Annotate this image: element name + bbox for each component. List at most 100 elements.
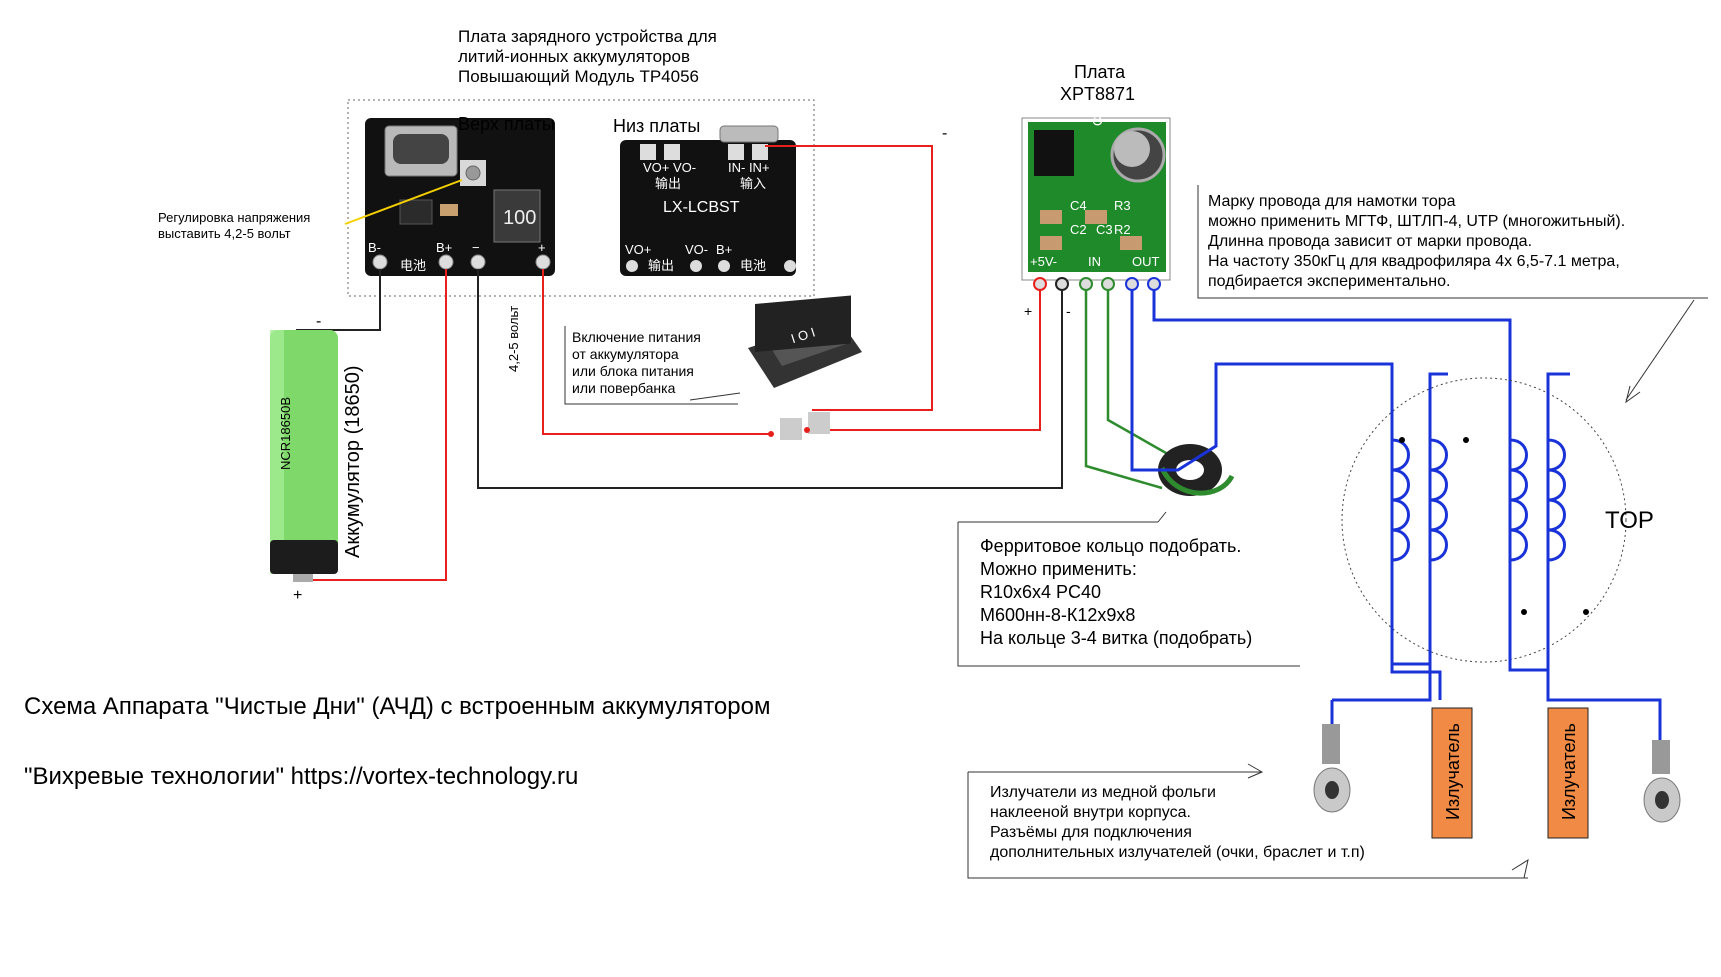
bottom-row2-out-cn: 输出 bbox=[648, 258, 674, 273]
charger-title-line1: Плата зарядного устройства для bbox=[458, 27, 717, 46]
switch-note-line2: от аккумулятора bbox=[572, 346, 679, 362]
charger-dotted-frame bbox=[347, 99, 815, 297]
footer-brand: "Вихревые технологии" https://vortex-tec… bbox=[24, 763, 578, 790]
bottom-row1-right-cn: 输入 bbox=[740, 176, 766, 191]
coil-group-left bbox=[1332, 364, 1448, 702]
bottom-row2-vo-minus: VO- bbox=[685, 242, 708, 257]
charger-bottom-board: VO+ VO- 输出 IN- IN+ 输入 LX-LCBST VO+ 输出 VO… bbox=[620, 125, 796, 276]
wire-out-1 bbox=[1130, 290, 1448, 666]
rca-connector-right[interactable] bbox=[1643, 740, 1681, 823]
wire-out-plus bbox=[542, 269, 770, 435]
charger-bottom-label: Низ платы bbox=[613, 116, 700, 136]
amp-chip bbox=[1034, 130, 1074, 176]
battery-minus: - bbox=[316, 313, 321, 330]
ferrite-ring bbox=[1158, 444, 1235, 496]
emitter-note-line4: дополнительных излучателей (очки, брасле… bbox=[990, 844, 1365, 861]
wire-note-frame bbox=[1197, 185, 1708, 299]
emitter-note-line3: Разъёмы для подключения bbox=[990, 824, 1192, 841]
pin-label-b-plus: B+ bbox=[436, 240, 452, 255]
ferrite-note-frame bbox=[957, 522, 1300, 667]
bottom-minus-mark: - bbox=[942, 125, 947, 142]
battery-label: Аккумулятор (18650) bbox=[342, 365, 364, 558]
bottom-row2-vo-plus: VO+ bbox=[625, 242, 651, 257]
bottom-model: LX-LCBST bbox=[663, 199, 740, 216]
amp-title-line1: Плата bbox=[1074, 62, 1126, 82]
wire-note-line2: можно применить МГТФ, ШТЛП-4, UTP (много… bbox=[1208, 213, 1625, 230]
wire-switch-to-amp bbox=[808, 280, 1041, 431]
switch-note-line3: или блока питания bbox=[572, 363, 694, 379]
pin-label-b-minus: B- bbox=[368, 240, 381, 255]
amp-title-line2: XPT8871 bbox=[1060, 84, 1135, 104]
emitter-2-label: Излучатель bbox=[1559, 723, 1579, 820]
inductor bbox=[493, 189, 541, 243]
wire-in-1 bbox=[1084, 290, 1163, 490]
emitter-1-label: Излучатель bbox=[1443, 723, 1463, 820]
ferrite-note-line2: Можно применить: bbox=[980, 559, 1137, 579]
ferrite-note-line4: М600нн-8-К12x9x8 bbox=[980, 605, 1135, 625]
wire-note-line4: На частоту 350кГц для квадрофиляра 4х 6,… bbox=[1208, 253, 1620, 270]
ferrite-note-line3: R10x6x4 PC40 bbox=[980, 582, 1101, 602]
wire-note-line3: Длинна провода зависит от марки провода. bbox=[1208, 233, 1532, 250]
wire-note-arrow bbox=[1625, 385, 1641, 404]
pad-b-minus bbox=[372, 254, 388, 270]
pad-out-plus bbox=[535, 254, 551, 270]
usb-port bbox=[719, 125, 779, 143]
pin-label-out-plus: + bbox=[538, 240, 546, 255]
inductor-value: 100 bbox=[503, 207, 536, 229]
ferrite-note-line5: На кольце 3-4 витка (подобрать) bbox=[980, 628, 1252, 648]
amp-comp-c2: C2 bbox=[1070, 222, 1087, 237]
emitter-1: Излучатель bbox=[1431, 707, 1473, 839]
battery-plus: + bbox=[293, 587, 302, 604]
adjust-note-line2: выставить 4,2-5 вольт bbox=[158, 226, 291, 241]
bottom-row1-right: IN- IN+ bbox=[728, 160, 770, 175]
amp-comp-r3: R3 bbox=[1114, 198, 1131, 213]
rca-connector-left[interactable] bbox=[1313, 724, 1351, 813]
bottom-row2-b-plus: B+ bbox=[716, 242, 732, 257]
battery-model: NCR18650B bbox=[278, 397, 293, 470]
wire-bottom-to-switch bbox=[765, 145, 933, 411]
emitter-2: Излучатель bbox=[1547, 707, 1589, 839]
footer-title: Схема Аппарата "Чистые Дни" (АЧД) с встр… bbox=[24, 693, 770, 720]
pin-label-battery-cn: 电池 bbox=[400, 258, 426, 273]
switch-note-line4: или повербанка bbox=[572, 380, 676, 396]
amp-comp-c1: C1 bbox=[1090, 109, 1105, 126]
power-switch[interactable]: I O I bbox=[748, 295, 862, 440]
emitter-note-line2: наклееной внутри корпуса. bbox=[990, 804, 1191, 821]
tor-label: TOP bbox=[1605, 507, 1654, 534]
amp-pin-in: IN bbox=[1088, 254, 1101, 269]
charger-title-line2: литий-ионных аккумуляторов bbox=[458, 47, 690, 66]
toroid-outline bbox=[1341, 377, 1627, 663]
amp-comp-c4: C4 bbox=[1070, 198, 1087, 213]
battery-18650: NCR18650B bbox=[270, 330, 338, 582]
ferrite-note-line1: Ферритовое кольцо подобрать. bbox=[980, 536, 1241, 556]
pad-b-plus bbox=[438, 254, 454, 270]
amp-comp-c3: C3 bbox=[1096, 222, 1113, 237]
wire-battery-plus bbox=[300, 269, 447, 581]
switch-note-frame bbox=[564, 326, 738, 405]
emitter-note-line1: Излучатели из медной фольги bbox=[990, 784, 1216, 801]
pad-out-minus bbox=[470, 254, 486, 270]
coil-group-right bbox=[1508, 374, 1662, 760]
amp-plus: + bbox=[1024, 303, 1032, 319]
bottom-row1-left: VO+ VO- bbox=[643, 160, 696, 175]
wire-note-line5: подбирается экспериментально. bbox=[1208, 273, 1450, 290]
amp-board: C1 C4 R3 C2 R2 C3 +5V- IN OUT bbox=[1021, 109, 1171, 291]
charger-top-label: Верх платы bbox=[458, 114, 555, 134]
pin-label-out-minus: − bbox=[472, 240, 480, 255]
amp-pin-out: OUT bbox=[1132, 254, 1160, 269]
amp-pin-power: +5V- bbox=[1030, 254, 1057, 269]
bottom-row1-left-cn: 输出 bbox=[655, 176, 681, 191]
amp-minus: - bbox=[1066, 303, 1071, 319]
adjust-arrow bbox=[344, 179, 463, 225]
wire-out-minus bbox=[477, 269, 1063, 489]
charger-title-line3: Повышающий Модуль TP4056 bbox=[458, 67, 699, 86]
volt-label: 4,2-5 вольт bbox=[506, 306, 521, 372]
switch-label: I O I bbox=[789, 324, 817, 346]
switch-note-line1: Включение питания bbox=[572, 329, 701, 345]
charger-top-board: 100 B- 电池 B+ − + bbox=[365, 118, 555, 276]
wire-battery-minus bbox=[296, 269, 381, 331]
bottom-row2-battery-cn: 电池 bbox=[740, 258, 766, 273]
amp-comp-r2: R2 bbox=[1114, 222, 1131, 237]
wire-note-line1: Марку провода для намотки тора bbox=[1208, 193, 1456, 210]
